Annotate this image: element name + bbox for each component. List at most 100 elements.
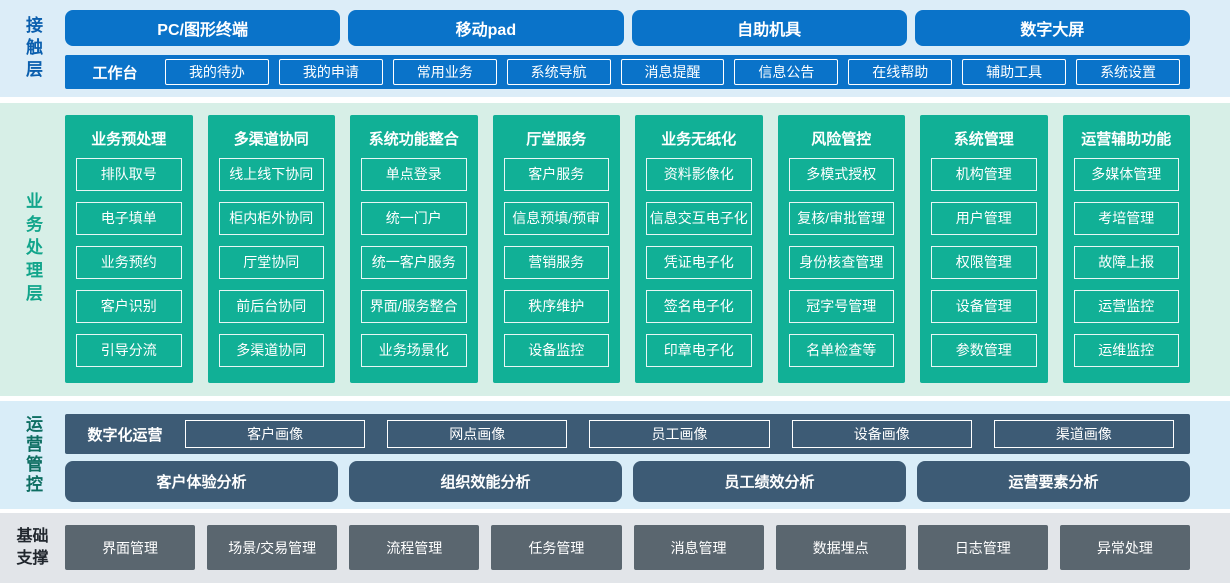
portrait-item: 设备画像 [791,420,972,448]
foundation-item: 日志管理 [917,525,1048,570]
business-column-item: 统一客户服务 [361,246,467,279]
portrait-item: 客户画像 [185,420,366,448]
business-column-item: 柜内柜外协同 [218,202,324,235]
business-column-item: 身份核查管理 [788,246,894,279]
foundation-item: 场景/交易管理 [207,525,338,570]
business-column: 多渠道协同线上线下协同柜内柜外协同厅堂协同前后台协同多渠道协同 [207,115,335,383]
business-column-item: 业务场景化 [361,334,467,367]
foundation-item: 任务管理 [491,525,622,570]
business-column-item: 权限管理 [931,246,1037,279]
business-column-item: 印章电子化 [646,334,752,367]
foundation-item: 消息管理 [633,525,764,570]
workbench-item: 信息公告 [734,59,839,85]
workbench-item: 消息提醒 [620,59,725,85]
business-column-title: 业务无纸化 [661,131,737,148]
business-column-title: 系统管理 [953,131,1014,148]
business-column-item: 机构管理 [931,158,1037,191]
workbench-item: 在线帮助 [848,59,953,85]
business-column-item: 客户识别 [76,290,182,323]
business-column-item: 运营监控 [1073,290,1179,323]
business-column-item: 单点登录 [361,158,467,191]
device-button: 数字大屏 [914,10,1190,46]
business-column-item: 厅堂协同 [218,246,324,279]
business-column-item: 多渠道协同 [218,334,324,367]
contact-layer-label: 接触层 [23,15,42,82]
analysis-item: 客户体验分析 [65,461,338,502]
workbench-item: 辅助工具 [962,59,1067,85]
business-column-item: 引导分流 [76,334,182,367]
portrait-item: 网点画像 [387,420,568,448]
business-column-item: 复核/审批管理 [788,202,894,235]
business-column-item: 参数管理 [931,334,1037,367]
foundation-items-row: 界面管理场景/交易管理流程管理任务管理消息管理数据埋点日志管理异常处理 [65,525,1190,570]
business-columns: 业务预处理排队取号电子填单业务预约客户识别引导分流多渠道协同线上线下协同柜内柜外… [65,103,1230,396]
business-column-item: 信息交互电子化 [646,202,752,235]
business-column-item: 界面/服务整合 [361,290,467,323]
business-column-title: 厅堂服务 [526,131,587,148]
foundation-support-band: 基础支撑 界面管理场景/交易管理流程管理任务管理消息管理数据埋点日志管理异常处理 [0,513,1230,583]
operations-layer-label: 运营管控 [23,415,42,495]
business-column-item: 前后台协同 [218,290,324,323]
business-column: 风险管控多模式授权复核/审批管理身份核查管理冠字号管理名单检查等 [777,115,905,383]
portrait-item: 员工画像 [589,420,770,448]
business-column-item: 凭证电子化 [646,246,752,279]
workbench-item: 系统导航 [506,59,611,85]
analysis-buttons-row: 客户体验分析组织效能分析员工绩效分析运营要素分析 [65,461,1190,502]
portrait-items-row: 客户画像网点画像员工画像设备画像渠道画像 [185,420,1175,448]
device-button: PC/图形终端 [65,10,341,46]
foundation-item: 数据埋点 [775,525,906,570]
business-column-title: 风险管控 [811,131,872,148]
portrait-item: 渠道画像 [993,420,1175,448]
foundation-layer-label: 基础支撑 [16,528,49,567]
business-processing-band: 业务处理层 业务预处理排队取号电子填单业务预约客户识别引导分流多渠道协同线上线下… [0,103,1230,396]
business-column-title: 运营辅助功能 [1081,131,1172,148]
workbench-bar: 工作台 我的待办我的申请常用业务系统导航消息提醒信息公告在线帮助辅助工具系统设置 [65,55,1190,89]
business-column-item: 故障上报 [1073,246,1179,279]
business-column-item: 营销服务 [503,246,609,279]
workbench-label: 工作台 [92,64,138,82]
workbench-item: 我的待办 [165,59,269,85]
business-column-item: 资料影像化 [646,158,752,191]
analysis-item: 员工绩效分析 [633,461,906,502]
foundation-item: 界面管理 [65,525,196,570]
digital-operations-bar: 数字化运营 客户画像网点画像员工画像设备画像渠道画像 [65,414,1190,454]
business-column-item: 设备监控 [503,334,609,367]
business-column-item: 电子填单 [76,202,182,235]
business-column-item: 考培管理 [1073,202,1179,235]
business-column-item: 秩序维护 [503,290,609,323]
business-column-item: 签名电子化 [646,290,752,323]
business-column-item: 业务预约 [76,246,182,279]
business-column-item: 多模式授权 [788,158,894,191]
foundation-item: 异常处理 [1059,525,1190,570]
digital-operations-label: 数字化运营 [87,426,163,444]
business-column: 系统管理机构管理用户管理权限管理设备管理参数管理 [920,115,1048,383]
workbench-item: 系统设置 [1076,59,1181,85]
business-column: 业务预处理排队取号电子填单业务预约客户识别引导分流 [65,115,193,383]
business-column-item: 统一门户 [361,202,467,235]
workbench-item: 我的申请 [278,59,383,85]
device-button: 移动pad [348,10,624,46]
business-column-item: 冠字号管理 [788,290,894,323]
business-column-item: 名单检查等 [788,334,894,367]
operations-management-band: 运营管控 数字化运营 客户画像网点画像员工画像设备画像渠道画像 客户体验分析组织… [0,401,1230,509]
business-column-item: 客户服务 [503,158,609,191]
business-column: 系统功能整合单点登录统一门户统一客户服务界面/服务整合业务场景化 [350,115,478,383]
device-button: 自助机具 [631,10,907,46]
business-column-item: 用户管理 [931,202,1037,235]
business-column: 业务无纸化资料影像化信息交互电子化凭证电子化签名电子化印章电子化 [635,115,763,383]
business-column: 厅堂服务客户服务信息预填/预审营销服务秩序维护设备监控 [492,115,620,383]
business-column-item: 信息预填/预审 [503,202,609,235]
analysis-item: 组织效能分析 [349,461,622,502]
workbench-item: 常用业务 [392,59,497,85]
business-column-title: 多渠道协同 [233,131,309,148]
business-column-item: 运维监控 [1073,334,1179,367]
business-column: 运营辅助功能多媒体管理考培管理故障上报运营监控运维监控 [1062,115,1190,383]
business-column-title: 业务预处理 [91,131,167,148]
business-layer-label: 业务处理层 [23,192,42,307]
foundation-item: 流程管理 [349,525,480,570]
business-column-item: 设备管理 [931,290,1037,323]
business-column-title: 系统功能整合 [368,131,459,148]
business-column-item: 多媒体管理 [1073,158,1179,191]
